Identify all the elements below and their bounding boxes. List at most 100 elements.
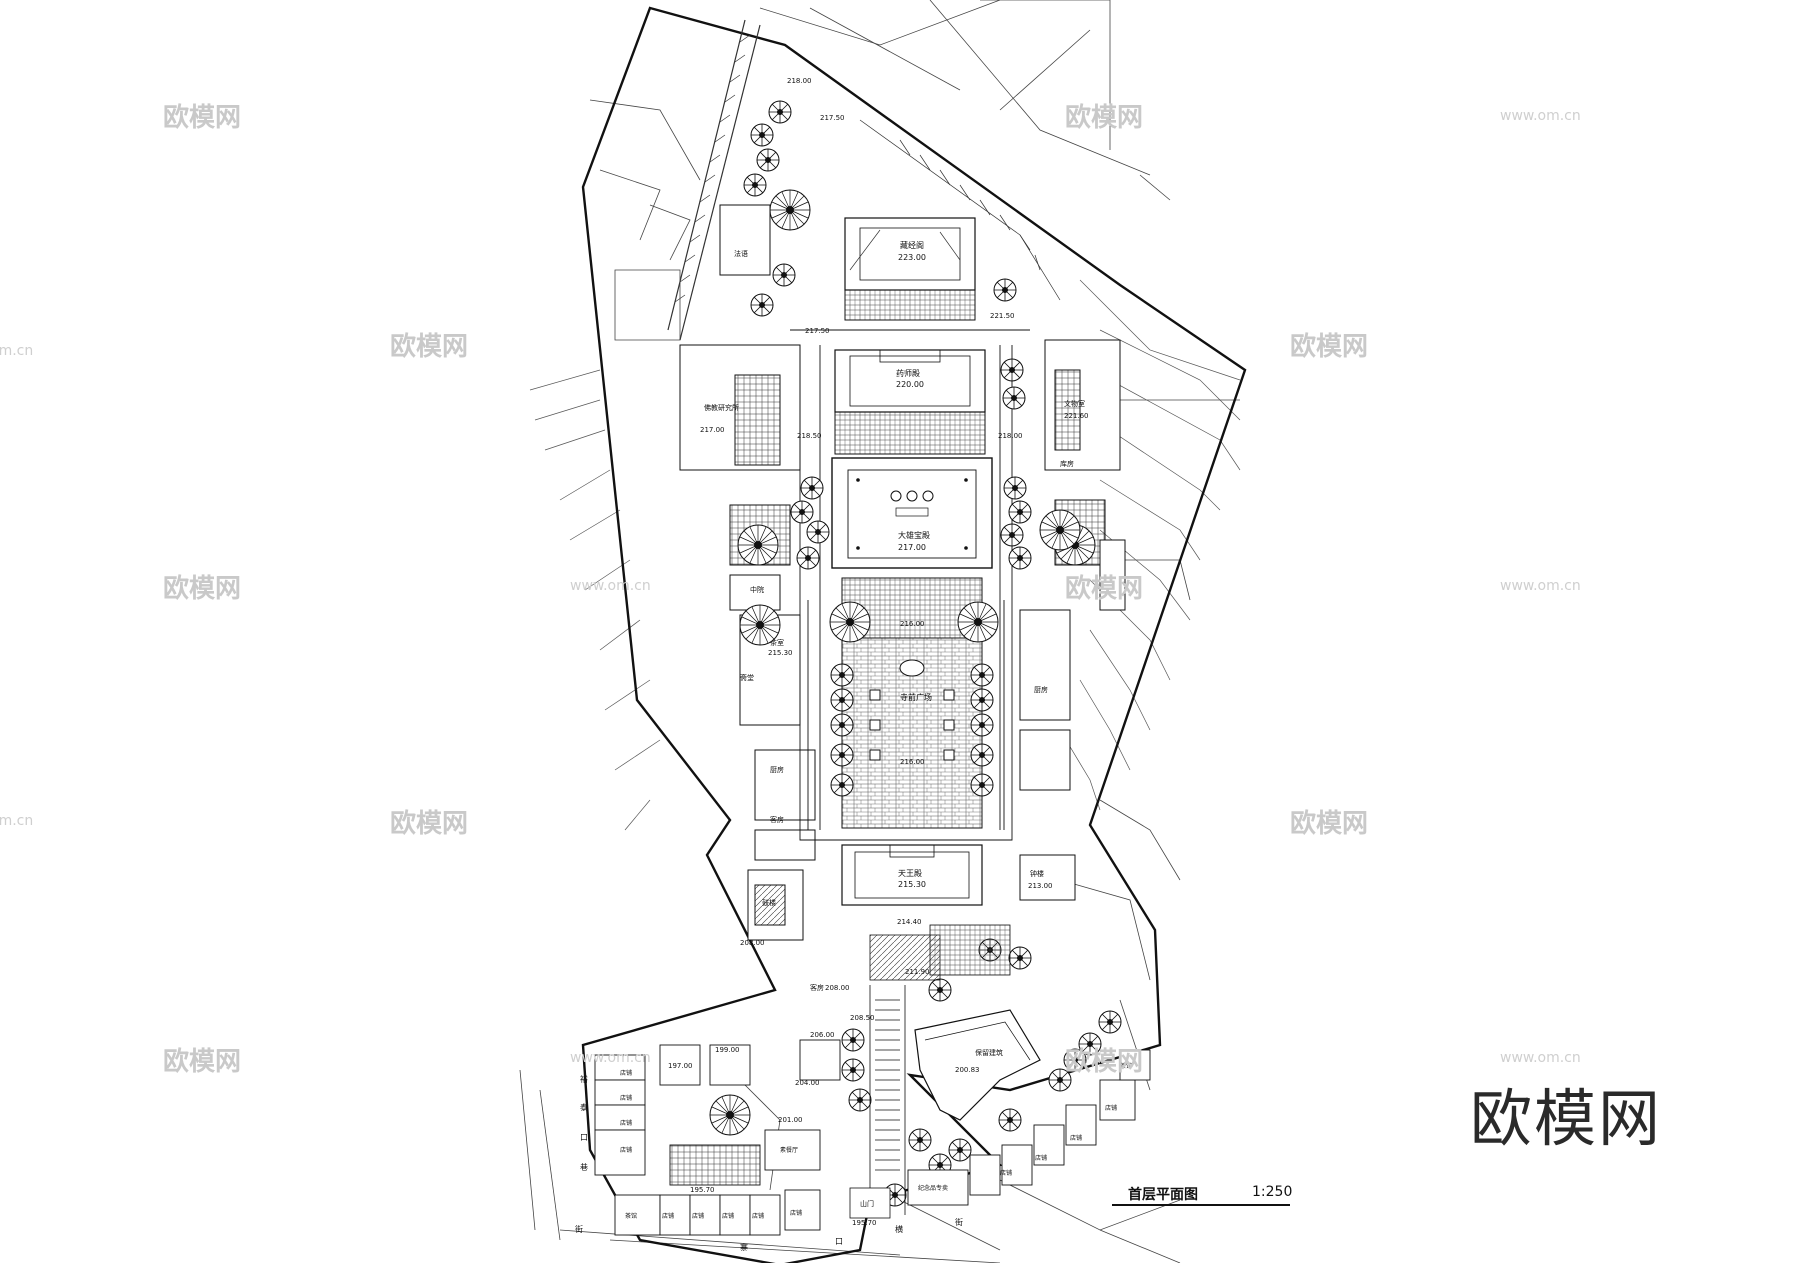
label-falv: 法语	[734, 249, 748, 258]
street-labels: 裕 泰 口 巷 街 寨 口 横 街	[575, 1074, 963, 1252]
svg-text:218.00: 218.00	[787, 77, 812, 85]
svg-text:195.70: 195.70	[690, 1186, 715, 1194]
label-chufang-east: 厨房	[1034, 685, 1048, 694]
label-shop-se4: 店铺	[1105, 1104, 1117, 1112]
svg-text:om.cn: om.cn	[0, 813, 33, 829]
label-daxiong: 大雄宝殿	[898, 530, 930, 540]
svg-text:口: 口	[835, 1237, 843, 1246]
elev-wenwu: 221.60	[1064, 412, 1089, 420]
daxiong-hall	[831, 457, 993, 569]
cangjing-pavilion	[844, 217, 976, 321]
label-cangjing: 藏经阁	[900, 240, 924, 250]
svg-text:208.00: 208.00	[740, 939, 765, 947]
svg-text:206.00: 206.00	[810, 1031, 835, 1039]
label-zhongyi: 中院	[750, 585, 764, 594]
svg-text:218.50: 218.50	[797, 432, 822, 440]
svg-text:巷: 巷	[580, 1163, 588, 1172]
svg-text:www.om.cn: www.om.cn	[1500, 578, 1581, 594]
yaoshi-hall	[834, 349, 986, 455]
svg-text:218.00: 218.00	[998, 432, 1023, 440]
svg-text:www.om.cn: www.om.cn	[1500, 108, 1581, 124]
slope-hatch-right	[859, 119, 1061, 301]
svg-text:街: 街	[955, 1217, 963, 1227]
contour-lines-left	[529, 369, 661, 831]
inner-walls	[790, 329, 1030, 841]
svg-text:欧模网: 欧模网	[163, 573, 241, 604]
label-shop-b4: 店铺	[752, 1212, 764, 1220]
label-cangku: 库房	[1060, 459, 1074, 468]
svg-text:221.50: 221.50	[990, 312, 1015, 320]
label-chaguan-se: 茶馆	[1120, 1062, 1132, 1070]
svg-text:www.om.cn: www.om.cn	[1500, 1050, 1581, 1066]
svg-text:208.00: 208.00	[825, 984, 850, 992]
label-gulou: 鼓楼	[762, 898, 776, 907]
svg-text:欧模网: 欧模网	[390, 808, 468, 839]
elev-cangjing: 223.00	[898, 253, 926, 262]
svg-text:街: 街	[575, 1224, 583, 1234]
site-boundary	[581, 6, 1247, 1263]
label-courtyard: 寺前广场	[900, 692, 932, 702]
label-shop-sw3: 店铺	[620, 1119, 632, 1127]
svg-text:195.70: 195.70	[852, 1219, 877, 1227]
svg-text:欧模网: 欧模网	[1065, 1046, 1143, 1077]
svg-text:泰: 泰	[580, 1102, 588, 1112]
label-jinian: 纪念品专卖	[918, 1184, 948, 1192]
label-zhai: 斋堂	[740, 673, 754, 682]
approach-stairs	[849, 924, 1011, 1219]
label-shop-b2: 店铺	[692, 1212, 704, 1220]
watermarks: 欧模网 欧模网 www.om.cn om.cn 欧模网 欧模网 欧模网 www.…	[0, 102, 1581, 1077]
elev-e7: 216.00	[900, 620, 925, 628]
elev-fojiao: 217.00	[700, 426, 725, 434]
label-baocun: 保留建筑	[975, 1048, 1003, 1057]
elev-tianwang: 215.30	[898, 880, 926, 889]
svg-text:www.om.cn: www.om.cn	[570, 578, 651, 594]
svg-text:欧模网: 欧模网	[390, 331, 468, 362]
svg-text:214.40: 214.40	[897, 918, 922, 926]
label-kefang: 客房	[770, 815, 784, 824]
svg-text:199.00: 199.00	[715, 1046, 740, 1054]
label-shop-b3: 店铺	[722, 1212, 734, 1220]
svg-text:欧模网: 欧模网	[1290, 808, 1368, 839]
svg-text:欧模网: 欧模网	[1065, 573, 1143, 604]
brand-logo-text: 欧模网	[1470, 1082, 1663, 1155]
label-shop-sw4: 店铺	[620, 1146, 632, 1154]
east-range	[1019, 339, 1126, 901]
label-yaoshi: 药师殿	[896, 368, 920, 378]
label-kefang-south: 客房	[810, 983, 824, 992]
label-shop-b1: 店铺	[662, 1212, 674, 1220]
elev-daxiong: 217.00	[898, 543, 926, 552]
label-shop-sw1: 店铺	[620, 1069, 632, 1077]
svg-text:欧模网: 欧模网	[163, 1046, 241, 1077]
label-chashi: 茶室	[770, 638, 784, 647]
shops-southeast	[907, 1049, 1151, 1206]
svg-text:197.00: 197.00	[668, 1062, 693, 1070]
svg-text:217.50: 217.50	[805, 327, 830, 335]
elev-zhonglou: 213.00	[1028, 882, 1053, 890]
svg-text:217.50: 217.50	[820, 114, 845, 122]
tianwang-hall	[841, 844, 983, 906]
svg-text:211.90: 211.90	[905, 968, 930, 976]
label-tianwang: 天王殿	[898, 869, 922, 878]
label-shanmen: 山门	[860, 1199, 874, 1208]
label-shop-sw2: 店铺	[620, 1094, 632, 1102]
slope-hatch-left	[667, 19, 761, 341]
svg-text:欧模网: 欧模网	[163, 102, 241, 133]
label-fojiao: 佛教研究所	[704, 403, 739, 412]
label-shop-se1: 店铺	[1000, 1169, 1012, 1177]
svg-text:201.00: 201.00	[778, 1116, 803, 1124]
label-shop-b5: 店铺	[790, 1209, 802, 1217]
label-shop-se2: 店铺	[1035, 1154, 1047, 1162]
preserved-building	[914, 1009, 1041, 1121]
elev-chashi: 215.30	[768, 649, 793, 657]
context-lines	[519, 0, 1240, 1263]
svg-text:欧模网: 欧模网	[1065, 102, 1143, 133]
svg-text:裕: 裕	[580, 1074, 588, 1084]
svg-text:208.50: 208.50	[850, 1014, 875, 1022]
label-chufang: 厨房	[770, 765, 784, 774]
elev-yaoshi: 220.00	[896, 380, 924, 389]
svg-text:寨: 寨	[740, 1242, 748, 1252]
svg-text:横: 横	[895, 1224, 903, 1234]
label-wenwu: 文物室	[1064, 399, 1085, 408]
elev-e8: 216.00	[900, 758, 925, 766]
